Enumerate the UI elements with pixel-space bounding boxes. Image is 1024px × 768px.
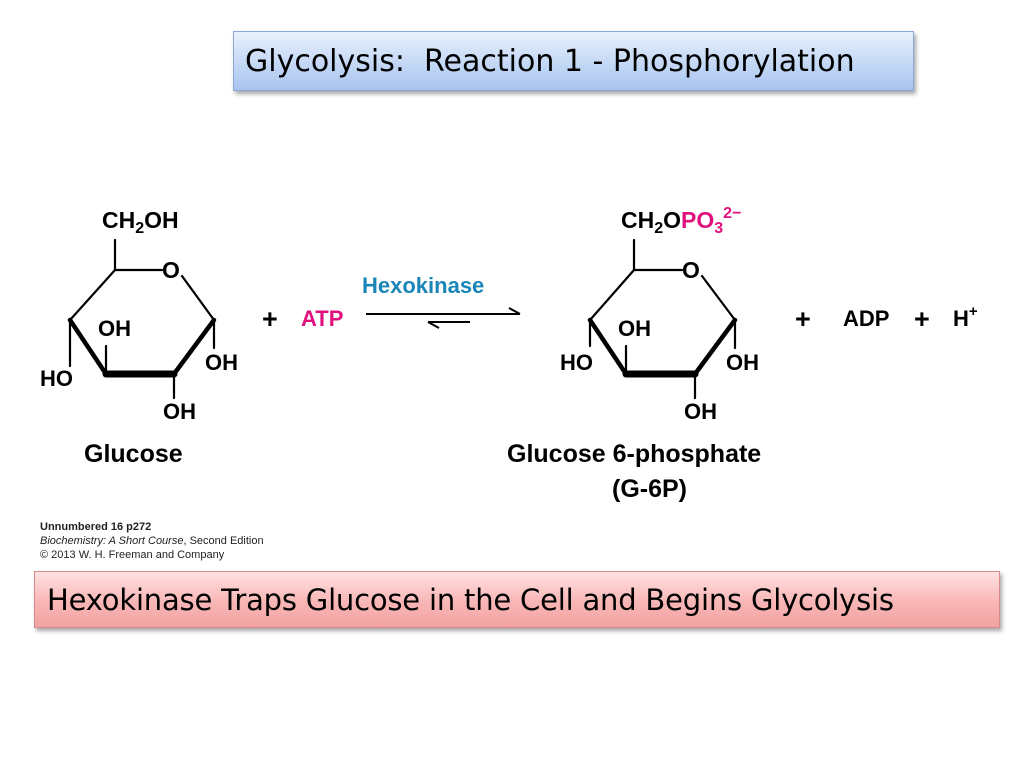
credit-figure-id: Unnumbered 16 p272 xyxy=(40,521,152,533)
glucose-structure xyxy=(67,238,217,400)
figure-credit: Unnumbered 16 p272 Biochemistry: A Short… xyxy=(40,521,264,561)
g6p-abbrev: (G-6P) xyxy=(612,475,687,503)
reverse-arrow-head xyxy=(427,321,440,329)
g6p-oh-right: OH xyxy=(726,350,759,375)
proton-label: H+ xyxy=(953,303,978,331)
credit-book-title: Biochemistry: A Short Course, Second Edi… xyxy=(40,535,264,547)
glucose-oh-right: OH xyxy=(205,350,238,375)
enzyme-label: Hexokinase xyxy=(362,273,484,298)
plus-sign-3: + xyxy=(914,304,930,334)
glucose-ho-left: HO xyxy=(40,366,73,391)
g6p-ring-oxygen: O xyxy=(682,257,700,283)
g6p-c2-c1-bond xyxy=(692,317,738,377)
g6p-c5-c4-bond xyxy=(588,268,636,322)
g6p-oh-bottom: OH xyxy=(684,399,717,424)
slide-title-box: Glycolysis: Reaction 1 - Phosphorylation xyxy=(233,31,914,91)
glucose-c4-c3-bond xyxy=(67,317,109,377)
plus-sign-2: + xyxy=(795,304,811,334)
slide-title: Glycolysis: Reaction 1 - Phosphorylation xyxy=(245,43,855,79)
plus-sign-1: + xyxy=(262,304,278,334)
equilibrium-arrows xyxy=(366,307,521,329)
glucose-o-c1-bond xyxy=(180,274,216,322)
caption-box: Hexokinase Traps Glucose in the Cell and… xyxy=(34,571,1000,628)
glucose-ring-oxygen: O xyxy=(162,257,180,283)
g6p-structure xyxy=(587,238,738,400)
glucose-ch2oh-label: CH2OH xyxy=(102,207,179,237)
g6p-oh-upper: OH xyxy=(618,316,651,341)
adp-label: ADP xyxy=(843,306,889,331)
g6p-c4-c3-bond xyxy=(587,317,629,377)
glucose-oh-bottom: OH xyxy=(163,399,196,424)
g6p-ch2opo3-label: CH2OPO32− xyxy=(621,205,741,237)
g6p-name: Glucose 6-phosphate xyxy=(507,440,761,468)
g6p-o-c1-bond xyxy=(700,274,737,322)
credit-book-title-italic: Biochemistry: A Short Course xyxy=(40,535,184,547)
reaction-diagram: CH2OH O OH OH HO OH Glucose + ATP Hexoki… xyxy=(40,205,978,503)
atp-label: ATP xyxy=(301,306,343,331)
credit-copyright: © 2013 W. H. Freeman and Company xyxy=(40,549,225,561)
glucose-c2-c1-bond xyxy=(171,317,217,377)
glucose-name: Glucose xyxy=(84,440,183,468)
glucose-c5-c4-bond xyxy=(68,268,117,322)
glucose-oh-upper: OH xyxy=(98,316,131,341)
caption-text: Hexokinase Traps Glucose in the Cell and… xyxy=(47,582,894,617)
forward-arrow-head xyxy=(508,307,521,315)
g6p-ho-left: HO xyxy=(560,350,593,375)
credit-edition: , Second Edition xyxy=(183,535,264,547)
